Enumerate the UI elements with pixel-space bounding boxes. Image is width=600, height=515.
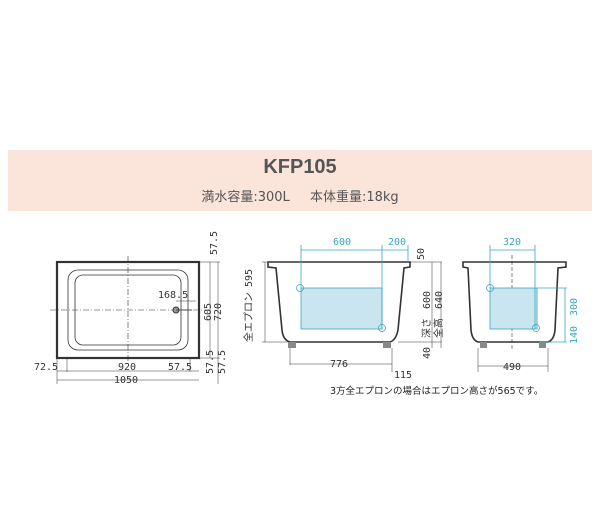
dim-apron: 595 [244, 269, 255, 287]
dim-base-width: 490 [503, 362, 521, 373]
dim-bottom-margin: 57.5 [168, 362, 192, 373]
end-view [462, 245, 567, 372]
dim-base-length: 776 [330, 359, 348, 370]
dim-top-margin: 57.5 [209, 231, 220, 255]
dim-left-margin: 72.5 [34, 362, 58, 373]
side-view [262, 245, 442, 372]
spec-line: 満水容量:300L 本体重量:18kg [8, 186, 592, 205]
dim-total-height: 640 [434, 291, 445, 309]
total-height-label: 全高 [432, 318, 445, 338]
apron-label: 全エプロン [242, 292, 255, 342]
dim-depth: 600 [422, 291, 433, 309]
dim-rim: 50 [416, 248, 427, 260]
dim-foot-offset: 115 [394, 370, 412, 381]
inlet-icon [296, 284, 304, 292]
end-window-area [489, 287, 538, 330]
dim-foot: 40 [422, 347, 433, 359]
dim-window-a: 600 [333, 237, 351, 248]
dim-window-height: 300 [569, 298, 580, 316]
end-outlet-icon [532, 324, 540, 332]
dim-inner-length: 920 [118, 362, 136, 373]
plan-view [50, 256, 220, 384]
header-band: KFP105 満水容量:300L 本体重量:18kg [8, 150, 592, 211]
end-inlet-icon [486, 284, 494, 292]
outlet-icon [378, 324, 386, 332]
dim-right-margin-a: 57.5 [205, 350, 216, 374]
dim-outer-width: 720 [213, 303, 224, 321]
note-text: 3方全エプロンの場合はエプロン高さが565です。 [330, 385, 543, 397]
dim-drain-offset: 168.5 [158, 290, 188, 301]
capacity-text: 満水容量:300L [201, 190, 290, 205]
dim-window-b: 200 [388, 237, 406, 248]
model-title: KFP105 [263, 156, 337, 178]
dim-right-margin-b: 57.5 [217, 350, 228, 374]
depth-label: 深さ [421, 318, 433, 338]
dim-window-width: 320 [503, 237, 521, 248]
window-area [300, 287, 383, 330]
dim-inner-width: 605 [203, 303, 214, 321]
dim-window-bottom: 140 [569, 326, 580, 344]
dim-outer-length: 1050 [114, 375, 138, 386]
weight-text: 本体重量:18kg [309, 190, 399, 205]
